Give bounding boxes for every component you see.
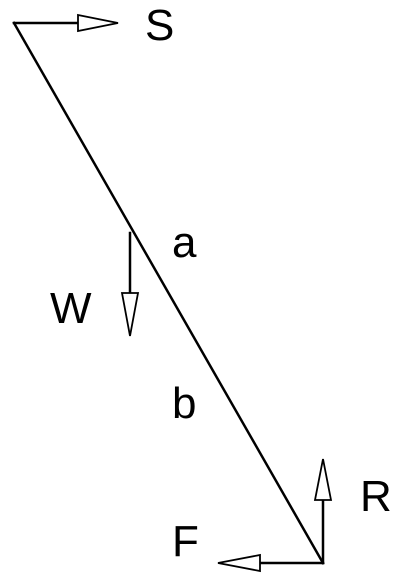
ladder-line [12,21,325,565]
force-f-arrowhead [217,553,261,573]
force-s-arrowhead [77,13,119,33]
label-f: F [172,517,199,566]
force-w-arrow [120,231,140,337]
force-w-arrowhead [120,292,140,337]
force-r-arrow [313,458,333,565]
label-s: S [145,1,174,50]
label-b: b [172,379,196,428]
label-r: R [360,472,392,521]
force-s-arrow [12,13,119,33]
force-f-arrow [217,553,325,573]
label-a: a [172,218,197,267]
label-w: W [50,284,92,333]
force-r-arrowhead [313,458,333,501]
